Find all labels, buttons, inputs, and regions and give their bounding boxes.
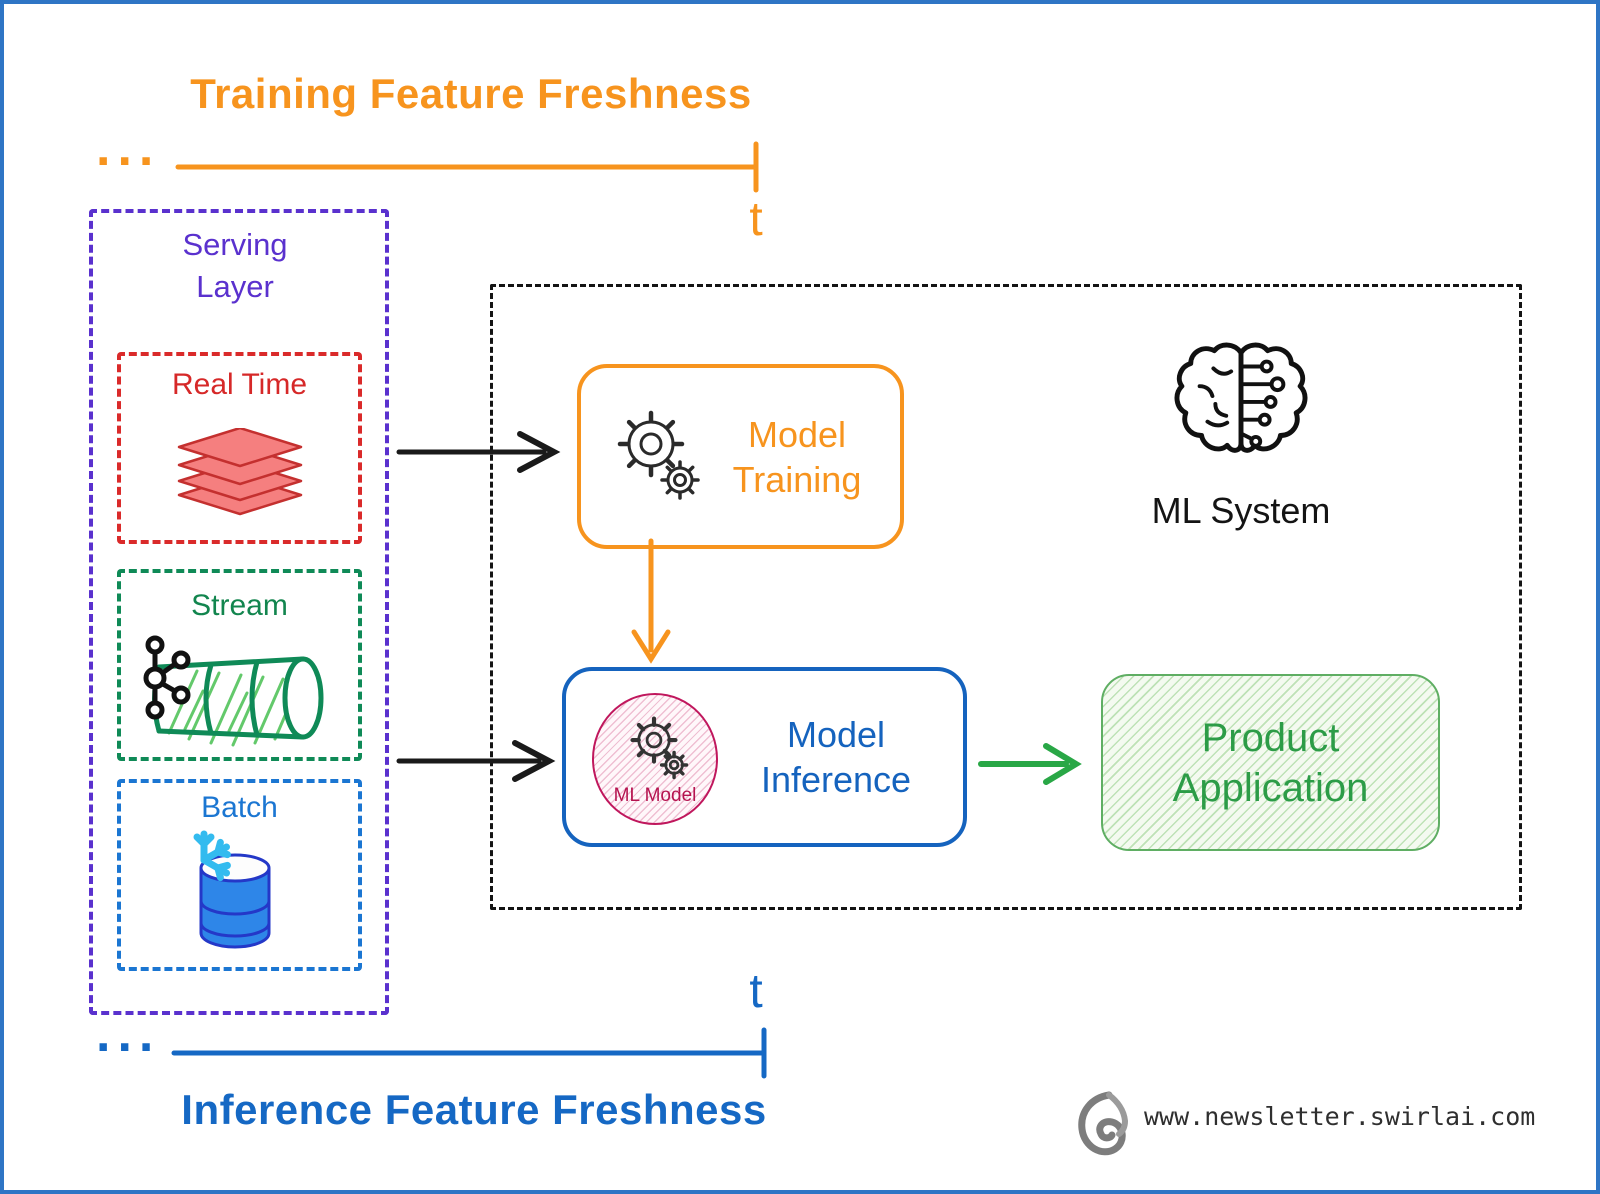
real-time-source-box: Real Time	[117, 352, 362, 544]
inference-axis-dots: ...	[96, 1005, 161, 1063]
pipe-icon	[143, 635, 324, 747]
site-url: www.newsletter.swirlai.com	[1144, 1102, 1536, 1131]
serving-layer-box	[89, 209, 389, 1015]
inference-axis-t-label: t	[749, 965, 763, 1018]
ml-model-ellipse: ML Model	[592, 693, 718, 825]
training-axis-dots: ...	[96, 119, 161, 177]
batch-source-box: Batch	[117, 779, 362, 971]
stream-source-box: Stream	[117, 569, 362, 761]
model-inference-label: Model Inference	[760, 714, 912, 800]
batch-label: Batch	[201, 791, 278, 824]
stream-label: Stream	[191, 589, 288, 622]
gears-icon	[630, 716, 689, 780]
model-inference-box: ML Model Model Inference	[562, 667, 967, 847]
serving-layer-label: Serving Layer	[182, 227, 288, 304]
layers-icon	[177, 428, 303, 516]
model-training-box: Model Training	[577, 364, 904, 549]
gears-icon	[617, 410, 700, 500]
spiral-logo-icon	[1078, 1091, 1129, 1156]
ml-system-label: ML System	[1151, 490, 1331, 531]
training-axis-t-label: t	[749, 193, 763, 246]
snowflake-icon	[193, 830, 231, 882]
model-training-label: Model Training	[732, 413, 862, 500]
real-time-label: Real Time	[171, 368, 308, 401]
kafka-icon	[143, 635, 191, 720]
product-application-label: Product Application	[1172, 715, 1369, 810]
inference-axis-title: Inference Feature Freshness	[181, 1086, 767, 1133]
training-axis-title: Training Feature Freshness	[190, 70, 752, 117]
ml-system-frame	[490, 284, 1522, 910]
brain-circuit-icon	[1174, 342, 1308, 453]
product-application-box: Product Application	[1101, 674, 1440, 851]
ml-model-label: ML Model	[613, 785, 697, 806]
